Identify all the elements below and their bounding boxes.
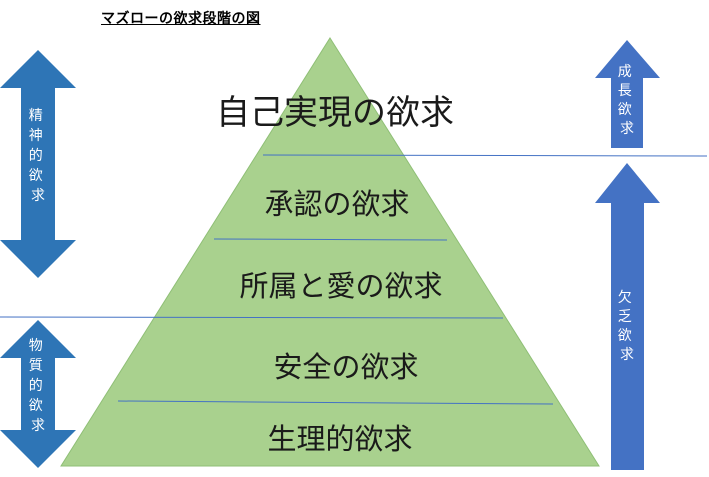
arrow-char: 求 bbox=[620, 347, 634, 363]
divider-belonging bbox=[0, 316, 504, 319]
arrow-char: 精 bbox=[29, 108, 43, 124]
pyramid bbox=[60, 37, 600, 467]
arrow-char: 神 bbox=[29, 128, 43, 144]
level-esteem: 承認の欲求 bbox=[264, 187, 409, 221]
arrow-label-growth: 成 長 欲 求 bbox=[618, 64, 636, 137]
arrow-char: 求 bbox=[31, 418, 45, 434]
arrow-char: 欠 bbox=[618, 290, 632, 306]
left-upper-double-arrow: 精 神 的 欲 求 bbox=[0, 50, 76, 278]
arrow-char: 的 bbox=[29, 378, 43, 394]
arrow-char: 成 bbox=[618, 64, 632, 80]
arrow-char: 欲 bbox=[618, 102, 632, 118]
right-upper-up-arrow: 成 長 欲 求 bbox=[595, 40, 660, 148]
divider-self-actualization bbox=[262, 154, 708, 157]
arrow-label-material: 物 質 的 欲 求 bbox=[29, 338, 47, 434]
divider-esteem bbox=[213, 238, 448, 241]
arrow-char: 求 bbox=[620, 121, 634, 137]
right-lower-up-arrow: 欠 乏 欲 求 bbox=[595, 163, 660, 470]
arrow-char: 的 bbox=[29, 148, 43, 164]
level-safety: 安全の欲求 bbox=[273, 350, 418, 384]
arrow-char: 物 bbox=[29, 338, 43, 354]
level-self-actualization: 自己実現の欲求 bbox=[216, 93, 454, 133]
level-belonging: 所属と愛の欲求 bbox=[239, 269, 442, 303]
divider-safety bbox=[117, 400, 554, 405]
arrow-label-deficiency: 欠 乏 欲 求 bbox=[618, 290, 636, 363]
arrow-char: 欲 bbox=[29, 398, 43, 414]
arrow-char: 欲 bbox=[618, 328, 632, 344]
arrow-char: 質 bbox=[29, 358, 43, 374]
arrow-char: 長 bbox=[618, 83, 632, 99]
arrow-char: 求 bbox=[31, 188, 45, 204]
diagram-title: マズローの欲求段階の図 bbox=[101, 11, 261, 27]
left-lower-double-arrow: 物 質 的 欲 求 bbox=[0, 320, 76, 468]
arrow-char: 乏 bbox=[618, 309, 632, 325]
arrow-char: 欲 bbox=[29, 168, 43, 184]
level-physiological: 生理的欲求 bbox=[267, 422, 412, 456]
arrow-label-spiritual: 精 神 的 欲 求 bbox=[29, 108, 47, 204]
